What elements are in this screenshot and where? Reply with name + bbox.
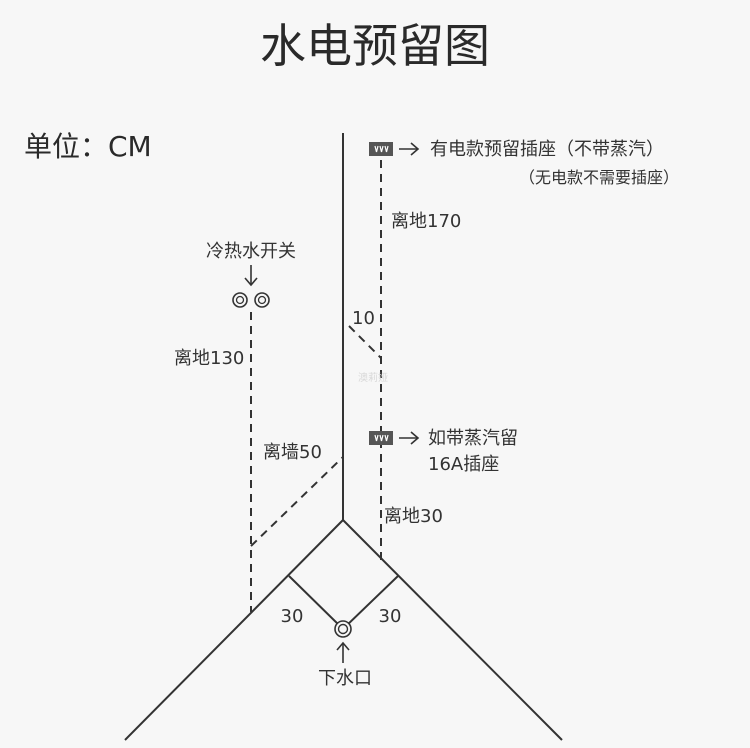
- valve-height-label: 离地130: [174, 348, 244, 369]
- unit-label: 单位：CM: [24, 130, 152, 163]
- offset-10-label: 10: [352, 308, 375, 329]
- socket-mid-label-line2: 16A插座: [428, 454, 499, 475]
- socket-mid-label-line1: 如带蒸汽留: [428, 428, 518, 449]
- socket-top-arrow-icon: [399, 142, 420, 156]
- valve-icon: [232, 292, 270, 308]
- drain-label: 下水口: [318, 668, 372, 689]
- socket-top-label: 有电款预留插座（不带蒸汽）: [430, 139, 664, 160]
- watermark: 澳莉娅: [358, 371, 388, 384]
- drain-arrow-icon: [336, 641, 350, 663]
- socket-top-note: （无电款不需要插座）: [519, 168, 679, 187]
- right-offset-30: 30: [379, 606, 402, 627]
- socket-top-height-label: 离地170: [391, 211, 461, 232]
- diagram-title: 水电预留图: [260, 19, 490, 73]
- switch-label: 冷热水开关: [206, 241, 296, 262]
- wall-offset-label: 离墙50: [263, 442, 322, 463]
- right-wall-floor-line: [342, 519, 563, 741]
- socket-icon-top: [369, 142, 393, 156]
- drain-icon: [334, 620, 352, 638]
- switch-arrow-icon: [244, 265, 258, 287]
- socket-icon-mid: [369, 431, 393, 445]
- offset-10-dashed-line: [348, 325, 382, 359]
- socket-mid-height-label: 离地30: [384, 506, 443, 527]
- socket-mid-arrow-icon: [399, 431, 420, 445]
- wall-offset-dashed-line: [250, 456, 344, 547]
- left-wall-floor-line: [124, 519, 344, 741]
- left-offset-30: 30: [281, 606, 304, 627]
